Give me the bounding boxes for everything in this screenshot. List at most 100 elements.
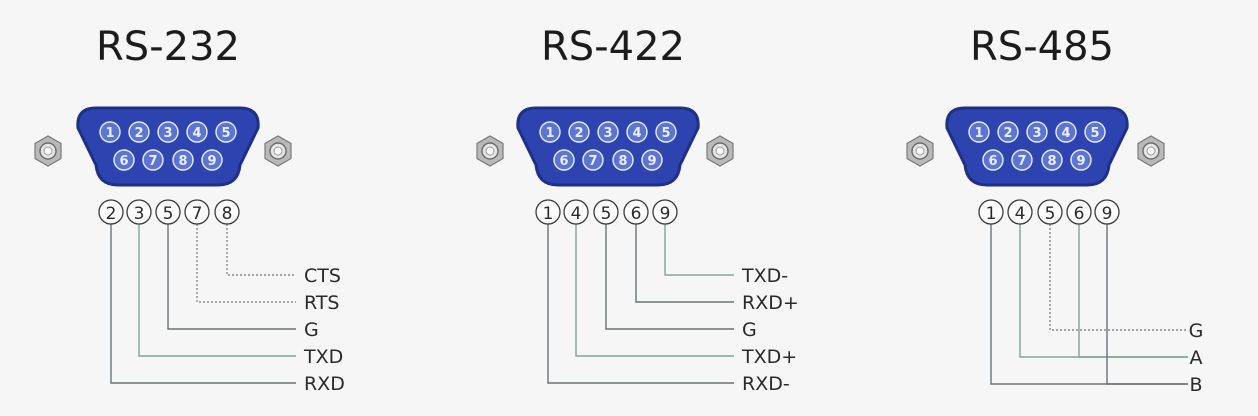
circled-number-icon: 9 bbox=[1094, 199, 1120, 225]
connector-pin-number: 8 bbox=[1047, 154, 1056, 169]
circled-number-icon: 8 bbox=[214, 199, 240, 225]
connector-pin: 3 bbox=[157, 121, 179, 143]
signal-label: G bbox=[742, 319, 757, 341]
connector-pin: 5 bbox=[655, 121, 677, 143]
signal-wire bbox=[605, 224, 734, 330]
connector-pin-number: 5 bbox=[1090, 126, 1099, 141]
pin-number: 5 bbox=[601, 204, 612, 224]
circled-number-icon: 4 bbox=[1007, 199, 1033, 225]
hex-nut-icon bbox=[1137, 135, 1165, 167]
connector-pin: 4 bbox=[1055, 121, 1077, 143]
circled-number-icon: 5 bbox=[155, 199, 181, 225]
pin-number: 5 bbox=[163, 204, 174, 224]
connector-pin-number: 7 bbox=[1017, 154, 1026, 169]
pin-circle bbox=[652, 199, 678, 225]
connector-pin-ring bbox=[626, 121, 648, 143]
pin-number: 3 bbox=[134, 204, 145, 224]
wire-group bbox=[990, 224, 1188, 385]
pin-number: 2 bbox=[106, 204, 117, 224]
standard-title: RS-232 bbox=[96, 24, 240, 70]
signal-label: TXD+ bbox=[741, 346, 797, 368]
signal-wire bbox=[138, 224, 296, 357]
pin-circle bbox=[126, 199, 152, 225]
pin-circle bbox=[1066, 199, 1092, 225]
signal-wire bbox=[226, 224, 296, 276]
connector-pin-number: 5 bbox=[661, 126, 670, 141]
connector-pin-ring bbox=[553, 149, 575, 171]
pin-circle bbox=[563, 199, 589, 225]
hex-nut-center bbox=[915, 146, 925, 156]
connector-pin-ring bbox=[142, 149, 164, 171]
connector-pin-number: 7 bbox=[588, 154, 597, 169]
signal-label: TXD- bbox=[741, 265, 788, 287]
circled-number-icon: 1 bbox=[535, 199, 561, 225]
pin-number: 5 bbox=[1045, 204, 1056, 224]
signal-label: RXD- bbox=[742, 373, 790, 395]
connector-pin-ring bbox=[568, 121, 590, 143]
connector-pin: 7 bbox=[1011, 149, 1033, 171]
connector-pin: 9 bbox=[1070, 149, 1092, 171]
hex-nut-center bbox=[1146, 146, 1156, 156]
connector-pin: 1 bbox=[539, 121, 561, 143]
pin-number: 1 bbox=[986, 204, 997, 224]
pin-circle bbox=[1007, 199, 1033, 225]
signal-wire bbox=[547, 224, 734, 384]
connector-pin-number: 9 bbox=[1076, 154, 1085, 169]
signal-label: G bbox=[304, 319, 319, 341]
pin-number: 7 bbox=[192, 204, 203, 224]
pin-circle bbox=[1037, 199, 1063, 225]
connector-shell bbox=[945, 106, 1129, 187]
signal-label: CTS bbox=[304, 265, 341, 287]
connector-pin: 4 bbox=[186, 121, 208, 143]
hex-nut-center bbox=[43, 146, 53, 156]
connector-pin-number: 4 bbox=[632, 126, 641, 141]
signal-label: RXD bbox=[304, 373, 345, 395]
pin-number: 9 bbox=[660, 204, 671, 224]
connector-pin-ring bbox=[1041, 149, 1063, 171]
connector-pin-ring bbox=[641, 149, 663, 171]
connector-pin-ring bbox=[968, 121, 990, 143]
connector-pin: 6 bbox=[113, 149, 135, 171]
pin-number: 6 bbox=[1074, 204, 1085, 224]
signal-wire bbox=[1106, 224, 1188, 385]
connector-pin-number: 5 bbox=[221, 126, 230, 141]
pin-number: 4 bbox=[571, 204, 582, 224]
connector-pin-number: 8 bbox=[618, 154, 627, 169]
circled-number-icon: 5 bbox=[593, 199, 619, 225]
connector-pin-number: 6 bbox=[119, 154, 128, 169]
connector-pin-ring bbox=[113, 149, 135, 171]
pin-circle bbox=[535, 199, 561, 225]
connector-pin-ring bbox=[612, 149, 634, 171]
signal-wire bbox=[1078, 224, 1188, 358]
signal-wire bbox=[635, 224, 734, 303]
connector-shell bbox=[516, 106, 700, 187]
connector-pin-number: 4 bbox=[192, 126, 201, 141]
connector-pin-number: 2 bbox=[134, 126, 143, 141]
connector-pin-ring bbox=[215, 121, 237, 143]
circled-number-icon: 4 bbox=[563, 199, 589, 225]
connector-pin-number: 7 bbox=[148, 154, 157, 169]
connector-pin-number: 3 bbox=[603, 126, 612, 141]
connector-pin-number: 1 bbox=[545, 126, 554, 141]
connector-pin-number: 2 bbox=[1003, 126, 1012, 141]
connector-pin-number: 9 bbox=[207, 154, 216, 169]
signal-wire bbox=[110, 224, 296, 384]
signal-label: RTS bbox=[304, 292, 340, 314]
connector-pin: 1 bbox=[968, 121, 990, 143]
connector-pin-number: 3 bbox=[1032, 126, 1041, 141]
hex-nut-center bbox=[485, 146, 495, 156]
wire-group bbox=[547, 224, 734, 384]
pin-circle bbox=[184, 199, 210, 225]
connector-pin: 3 bbox=[597, 121, 619, 143]
connector-pin-ring bbox=[655, 121, 677, 143]
pin-number: 9 bbox=[1102, 204, 1113, 224]
pin-number: 8 bbox=[222, 204, 233, 224]
circled-number-icon: 9 bbox=[652, 199, 678, 225]
connector-pin-number: 3 bbox=[163, 126, 172, 141]
hex-nut-icon bbox=[264, 135, 292, 167]
connector-pin-number: 1 bbox=[105, 126, 114, 141]
connector-pin: 2 bbox=[997, 121, 1019, 143]
